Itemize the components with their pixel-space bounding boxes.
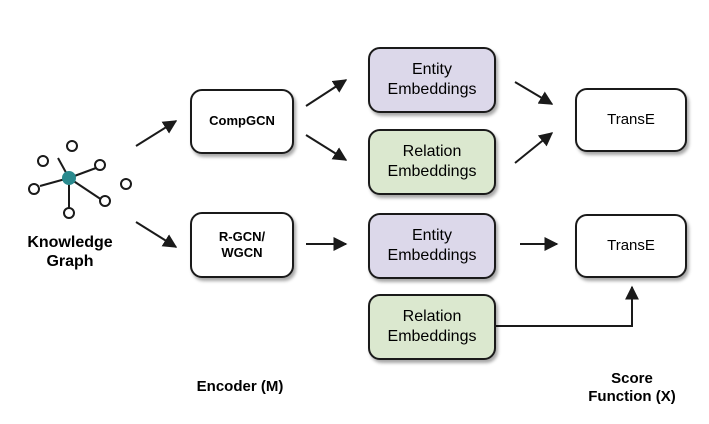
- arrow-compgcn-to-entity: [305, 79, 348, 107]
- arrow-relation-to-transe-bottom: [496, 285, 639, 327]
- entity-embeddings-top: Entity Embeddings: [368, 47, 496, 113]
- score-transe-top: TransE: [575, 88, 687, 152]
- graph-hub-node: [62, 171, 76, 185]
- arrow-graph-to-rgcn: [135, 221, 178, 248]
- relation-embeddings-bottom: Relation Embeddings: [368, 294, 496, 360]
- arrow-compgcn-to-relation: [305, 134, 348, 161]
- encoder-caption: Encoder (M): [196, 378, 284, 395]
- graph-node: [28, 183, 40, 195]
- graph-node: [94, 159, 106, 171]
- graph-node: [37, 155, 49, 167]
- score-function-caption: Score Function (X): [588, 370, 676, 405]
- graph-node: [63, 207, 75, 219]
- score-transe-bottom: TransE: [575, 214, 687, 278]
- arrow-entity-to-transe-top: [514, 81, 554, 105]
- relation-embeddings-top: Relation Embeddings: [368, 129, 496, 195]
- arrow-relation-to-transe-top: [514, 132, 554, 164]
- knowledge-graph-label: Knowledge Graph: [27, 234, 113, 271]
- encoder-rgcn-wgcn: R-GCN/ WGCN: [190, 212, 294, 278]
- graph-node: [99, 195, 111, 207]
- knowledge-graph-icon: [28, 140, 132, 219]
- graph-node: [120, 178, 132, 190]
- entity-embeddings-bottom: Entity Embeddings: [368, 213, 496, 279]
- graph-node: [66, 140, 78, 152]
- arrow-graph-to-compgcn: [135, 120, 178, 147]
- encoder-compgcn: CompGCN: [190, 89, 294, 154]
